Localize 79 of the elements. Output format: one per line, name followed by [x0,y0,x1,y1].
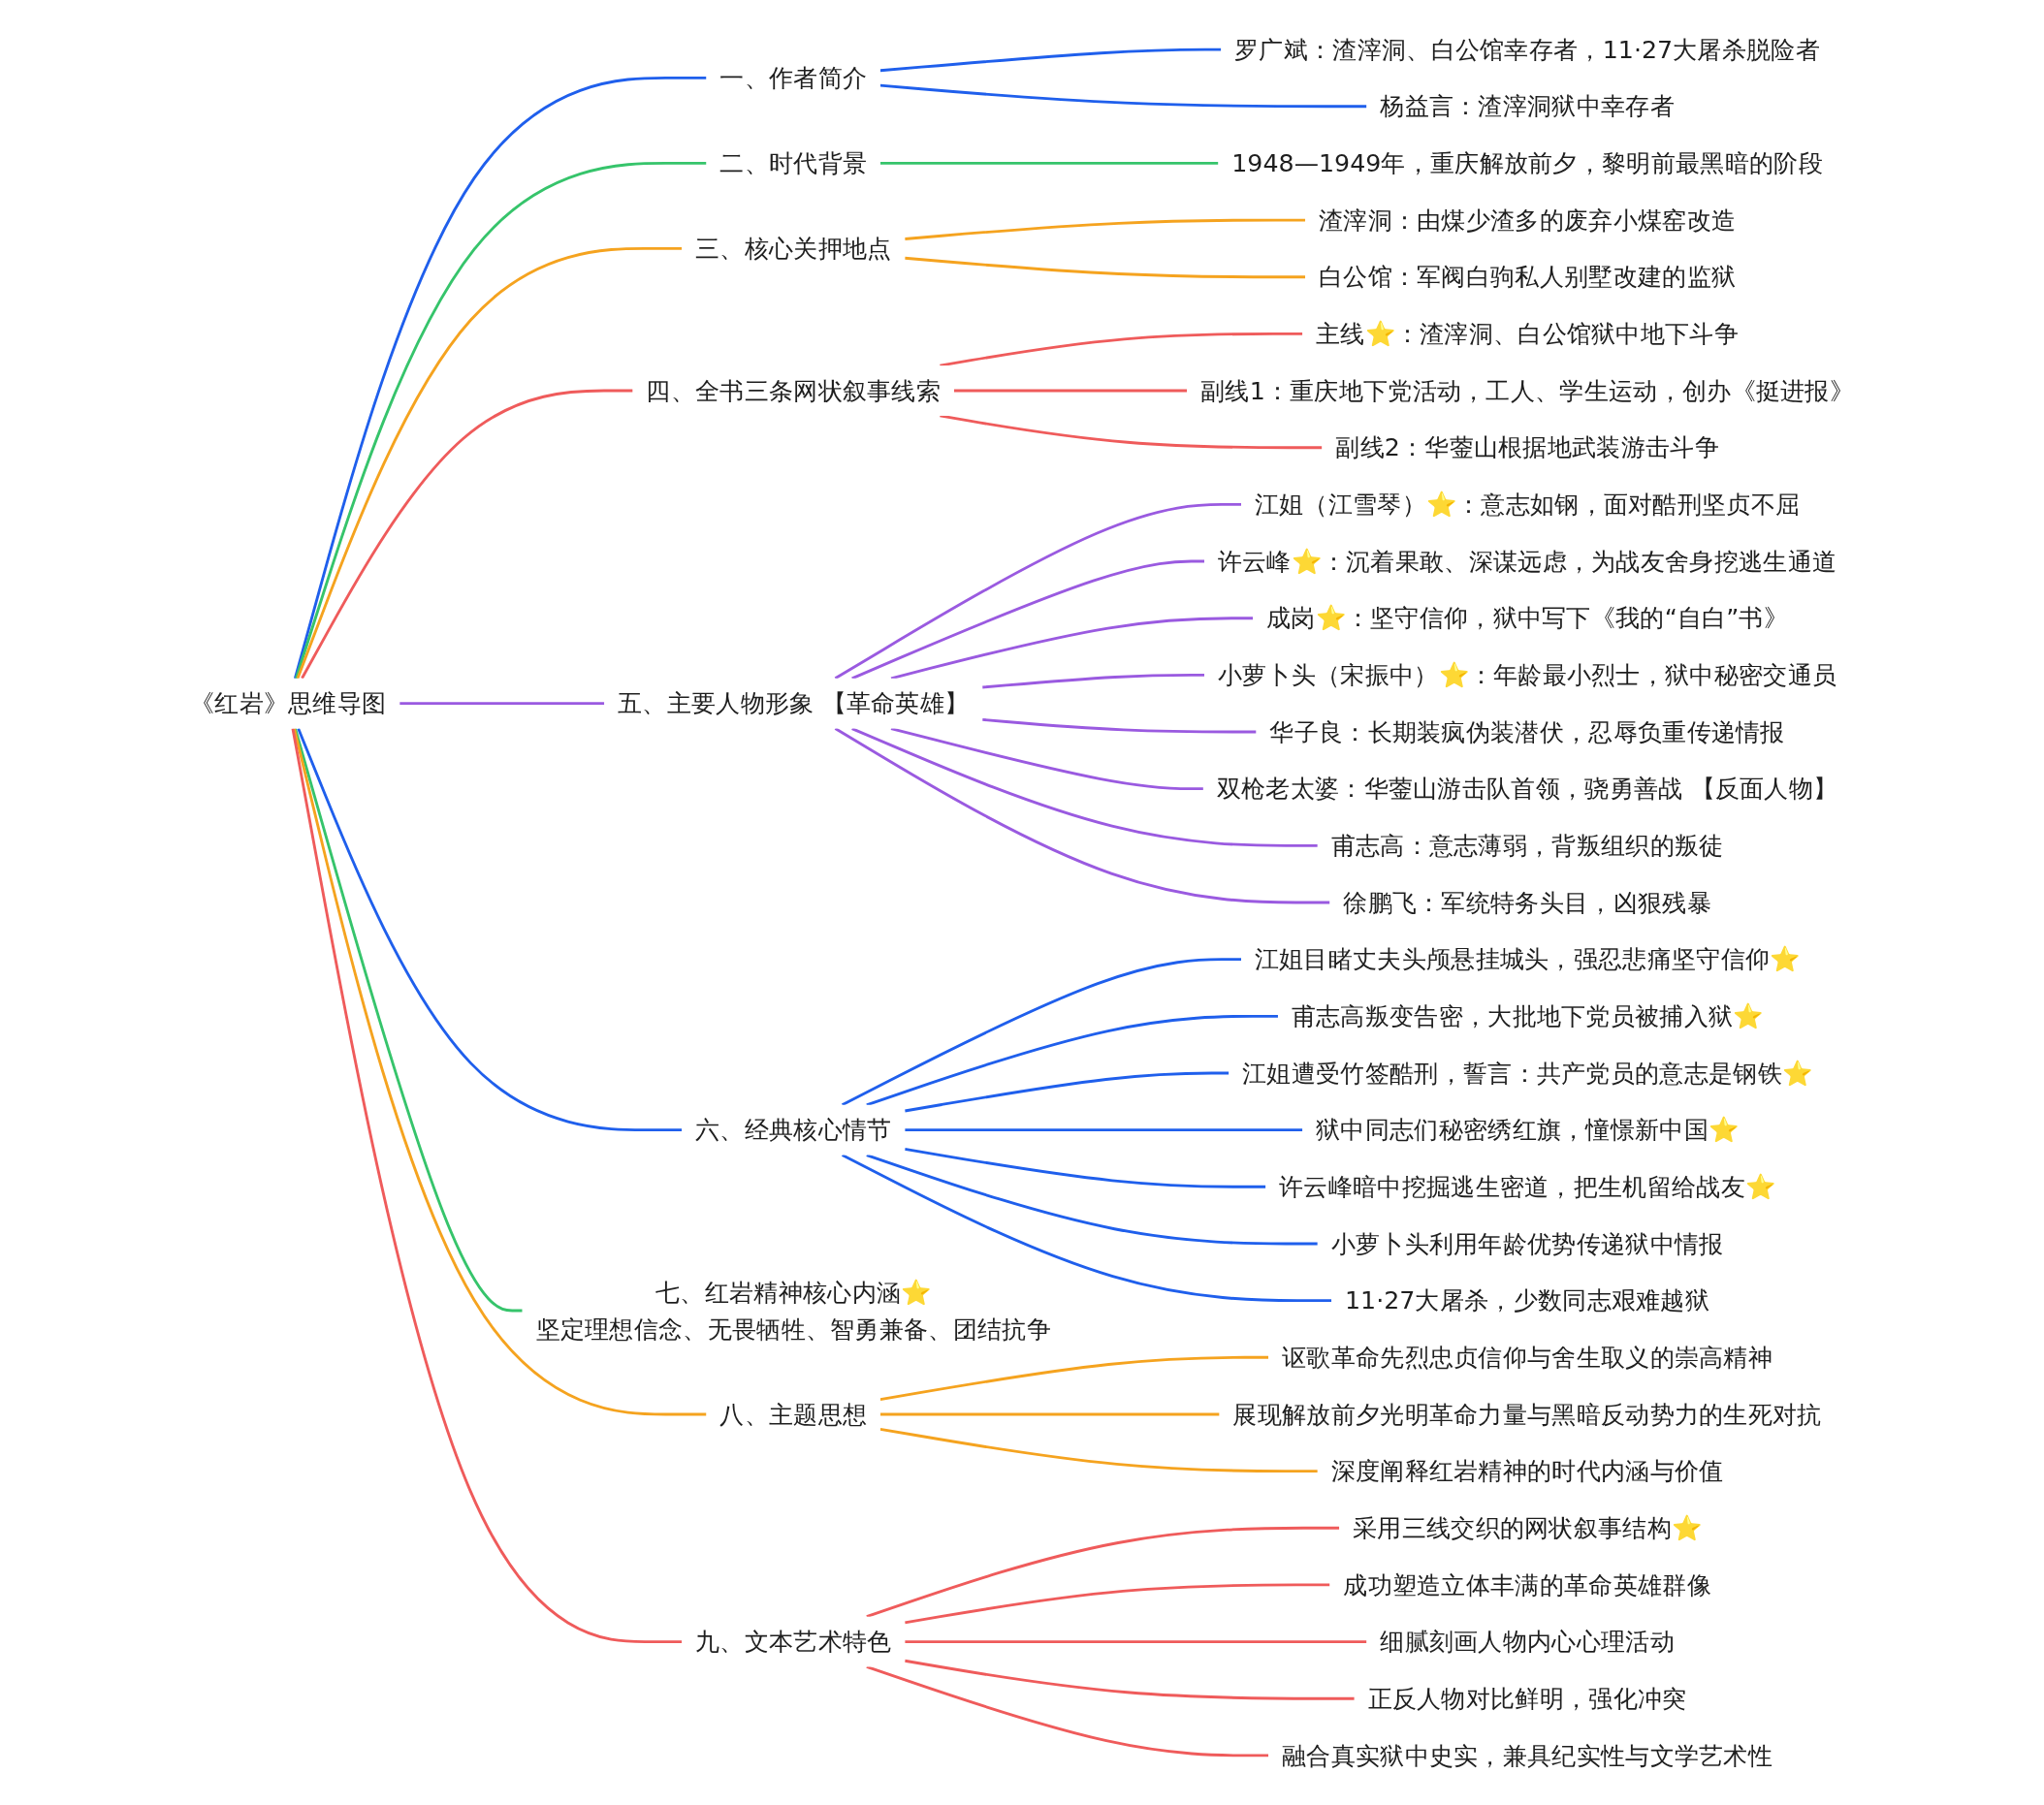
node-text: 副线2：华蓥山根据地武装游击斗争 [1335,433,1719,462]
connector [301,389,633,680]
node-text: 小萝卜头利用年龄优势传递狱中情报 [1330,1229,1724,1258]
connector [905,1071,1230,1113]
connector [293,728,707,1416]
node-text: 白公馆：军阀白驹私人别墅改建的监狱 [1318,263,1737,292]
node-text: 双枪老太婆：华蓥山游击队首领，骁勇善战 【反面人物】 [1216,775,1838,804]
connector [297,728,683,1132]
node-text: 甫志高叛变告密，大批地下党员被捕入狱⭐ [1291,1001,1764,1030]
node-text: 许云峰暗中挖掘逃生密道，把生机留给战友⭐ [1279,1172,1775,1201]
node-text: 成岗⭐：坚守信仰，狱中写下《我的“自白”书》 [1266,604,1789,633]
connector [982,717,1257,734]
node-text: 江姐目睹丈夫头颅悬挂城头，强忍悲痛坚守信仰⭐ [1254,945,1801,974]
node-text: 采用三线交织的网状叙事结构⭐ [1353,1513,1703,1542]
node-text: 正反人物对比鲜明，强化冲突 [1367,1684,1687,1713]
connector [905,218,1306,240]
connector [879,1427,1318,1473]
connector [940,332,1303,367]
node-text: 狱中同志们秘密绣红旗，憧憬新中国⭐ [1316,1116,1740,1145]
node-text: 副线1：重庆地下党活动，工人、学生运动，创办《挺进报》 [1200,376,1855,405]
node-text: 《红岩》思维导图 [189,689,387,718]
connector [890,617,1254,681]
connector [294,728,523,1313]
connector [879,1355,1269,1401]
connector [879,1412,1220,1416]
node-text: 江姐遭受竹签酷刑，誓言：共产党员的意志是钢铁⭐ [1242,1059,1812,1088]
connector [905,1640,1367,1644]
node-text: 展现解放前夕光明革命力量与黑暗反动势力的生死对抗 [1232,1400,1822,1429]
connector [866,1154,1318,1246]
node-text: 杨益言：渣滓洞狱中幸存者 [1380,92,1675,121]
connector [291,728,683,1644]
connector [879,161,1219,165]
connector [851,559,1205,681]
connector [296,246,683,680]
node-text: 华子良：长期装疯伪装潜伏，忍辱负重传递情报 [1269,717,1785,746]
node-text: 渣滓洞：由煤少渣多的废弃小煤窑改造 [1318,206,1737,235]
connector [841,1154,1332,1303]
node-text: 五、主要人物形象 【革命英雄】 [618,689,970,718]
node-text: 11·27大屠杀，少数同志艰难越狱 [1345,1286,1710,1315]
connector [905,1128,1303,1132]
node-text: 九、文本艺术特色 [694,1628,892,1656]
connector [866,1014,1278,1107]
connector [851,727,1318,847]
connector [866,1665,1269,1758]
node-text: 七、红岩精神核心内涵⭐ 坚定理想信念、无畏牺牲、智勇兼备、团结抗争 [535,1278,1051,1344]
node-text: 深度阐释红岩精神的时代内涵与价值 [1330,1457,1724,1485]
connector [905,1147,1266,1188]
connector [953,389,1188,393]
node-text: 二、时代背景 [719,149,868,177]
connector [834,502,1241,681]
node-text: 罗广斌：渣滓洞、白公馆幸存者，11·27大屠杀脱险者 [1234,35,1820,64]
connector [866,1526,1340,1619]
node-text: 一、作者简介 [719,64,868,92]
connector [834,727,1330,904]
connector [399,702,605,706]
node-text: 1948—1949年，重庆解放前夕，黎明前最黑暗的阶段 [1231,149,1823,177]
node-text: 四、全书三条网状叙事线索 [646,376,942,405]
node-text: 主线⭐：渣滓洞、白公馆狱中地下斗争 [1316,320,1740,348]
node-text: 融合真实狱中史实，兼具纪实性与文学艺术性 [1282,1741,1773,1770]
node-text: 江姐（江雪琴）⭐：意志如钢，面对酷刑坚贞不屈 [1254,490,1801,519]
connector [982,673,1205,689]
node-text: 八、主题思想 [719,1400,868,1429]
node-text: 三、核心关押地点 [694,235,892,263]
node-text: 甫志高：意志薄弱，背叛组织的叛徒 [1330,831,1724,860]
node-text: 小萝卜头（宋振中）⭐：年龄最小烈士，狱中秘密交通员 [1217,660,1837,689]
connector [879,48,1222,73]
node-text: 讴歌革命先烈忠贞信仰与舍生取义的崇高精神 [1282,1343,1773,1372]
node-text: 细腻刻画人物内心心理活动 [1380,1628,1675,1656]
node-text: 六、经典核心情节 [694,1116,892,1145]
connector [841,958,1241,1107]
connector [879,83,1367,109]
connector [905,1583,1330,1625]
connector [905,1659,1355,1700]
node-text: 许云峰⭐：沉着果敢、深谋远虑，为战友舍身挖逃生通道 [1217,547,1837,576]
connector [940,414,1323,450]
connector [905,256,1306,279]
connector [890,727,1203,791]
node-text: 成功塑造立体丰满的革命英雄群像 [1343,1570,1711,1599]
node-text: 徐鹏飞：军统特务头目，凶狠残暴 [1343,888,1711,917]
